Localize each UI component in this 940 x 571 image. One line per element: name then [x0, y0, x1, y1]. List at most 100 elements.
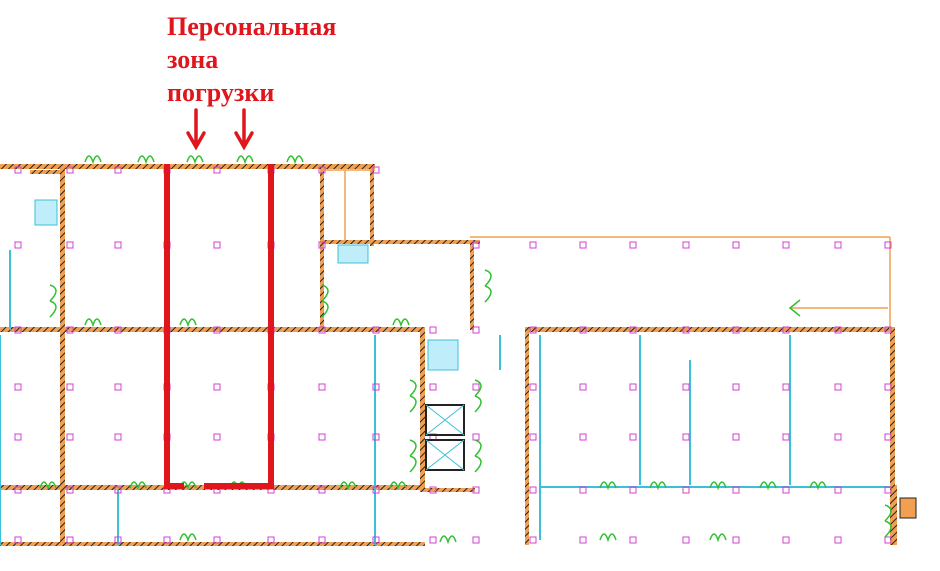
column-marker — [429, 383, 437, 391]
partition-walls — [0, 169, 891, 545]
column-marker — [529, 433, 537, 441]
stair-icon — [899, 497, 917, 519]
column-marker — [782, 326, 790, 334]
wall-segment — [0, 164, 375, 169]
wall-segment — [370, 166, 374, 246]
column-marker — [14, 383, 22, 391]
column-marker — [14, 486, 22, 494]
column-marker — [472, 383, 480, 391]
window-icon — [49, 284, 57, 318]
column-marker — [579, 433, 587, 441]
column-marker — [732, 383, 740, 391]
column-marker — [372, 433, 380, 441]
column-marker — [114, 486, 122, 494]
column-marker — [372, 486, 380, 494]
column-marker — [884, 241, 892, 249]
column-marker — [372, 326, 380, 334]
column-marker — [834, 383, 842, 391]
wall-segment — [890, 327, 895, 545]
column-marker — [629, 486, 637, 494]
column-marker — [213, 241, 221, 249]
column-marker — [782, 433, 790, 441]
column-marker — [213, 433, 221, 441]
column-marker — [629, 383, 637, 391]
column-marker — [14, 433, 22, 441]
column-marker — [66, 433, 74, 441]
column-marker — [213, 536, 221, 544]
column-marker — [682, 486, 690, 494]
column-marker — [782, 536, 790, 544]
column-marker — [429, 486, 437, 494]
column-marker — [732, 486, 740, 494]
stair-icon — [34, 199, 58, 226]
column-marker — [782, 383, 790, 391]
column-marker — [14, 536, 22, 544]
window-icon — [129, 481, 147, 491]
elevator-cross — [425, 404, 465, 436]
column-marker — [629, 536, 637, 544]
stair-icon — [337, 244, 369, 264]
window-icon — [389, 481, 407, 491]
window-icon — [709, 481, 727, 491]
column-marker — [682, 536, 690, 544]
column-marker — [318, 433, 326, 441]
column-marker — [834, 536, 842, 544]
column-marker — [732, 433, 740, 441]
column-marker — [318, 166, 326, 174]
window-icon — [409, 439, 417, 473]
column-marker — [66, 383, 74, 391]
column-marker — [579, 536, 587, 544]
window-icon — [649, 481, 667, 491]
column-marker — [884, 486, 892, 494]
column-marker — [834, 486, 842, 494]
loading-zone-boundary — [164, 483, 184, 489]
column-marker — [732, 326, 740, 334]
column-marker — [884, 326, 892, 334]
column-marker — [529, 326, 537, 334]
window-icon — [236, 155, 254, 165]
column-marker — [682, 383, 690, 391]
column-marker — [429, 536, 437, 544]
column-marker — [114, 326, 122, 334]
column-marker — [629, 326, 637, 334]
down-arrow-icon — [234, 108, 254, 151]
window-icon — [321, 284, 329, 318]
window-icon — [84, 318, 102, 328]
column-marker — [318, 486, 326, 494]
wall-segment — [30, 170, 60, 174]
column-marker — [267, 536, 275, 544]
window-icon — [599, 481, 617, 491]
window-icon — [809, 481, 827, 491]
column-marker — [213, 383, 221, 391]
wall-segment — [525, 330, 529, 545]
column-marker — [66, 166, 74, 174]
column-marker — [884, 536, 892, 544]
stair-icon — [427, 339, 459, 371]
column-marker — [372, 536, 380, 544]
column-marker — [629, 433, 637, 441]
wall-segment — [525, 327, 895, 332]
column-marker — [14, 166, 22, 174]
windows — [39, 155, 892, 545]
window-icon — [339, 481, 357, 491]
window-icon — [39, 481, 57, 491]
window-icon — [439, 535, 457, 545]
columns — [14, 166, 892, 544]
wall-segment — [0, 542, 425, 546]
column-marker — [14, 241, 22, 249]
column-marker — [834, 433, 842, 441]
column-marker — [318, 536, 326, 544]
column-marker — [834, 241, 842, 249]
wall-segment — [60, 166, 65, 546]
column-marker — [472, 241, 480, 249]
window-icon — [759, 481, 777, 491]
window-icon — [474, 379, 482, 413]
loading-zone-boundary — [204, 483, 274, 489]
window-icon — [179, 318, 197, 328]
wall-segment — [425, 488, 475, 492]
elevator-cross — [425, 439, 465, 471]
window-icon — [409, 379, 417, 413]
column-marker — [579, 383, 587, 391]
